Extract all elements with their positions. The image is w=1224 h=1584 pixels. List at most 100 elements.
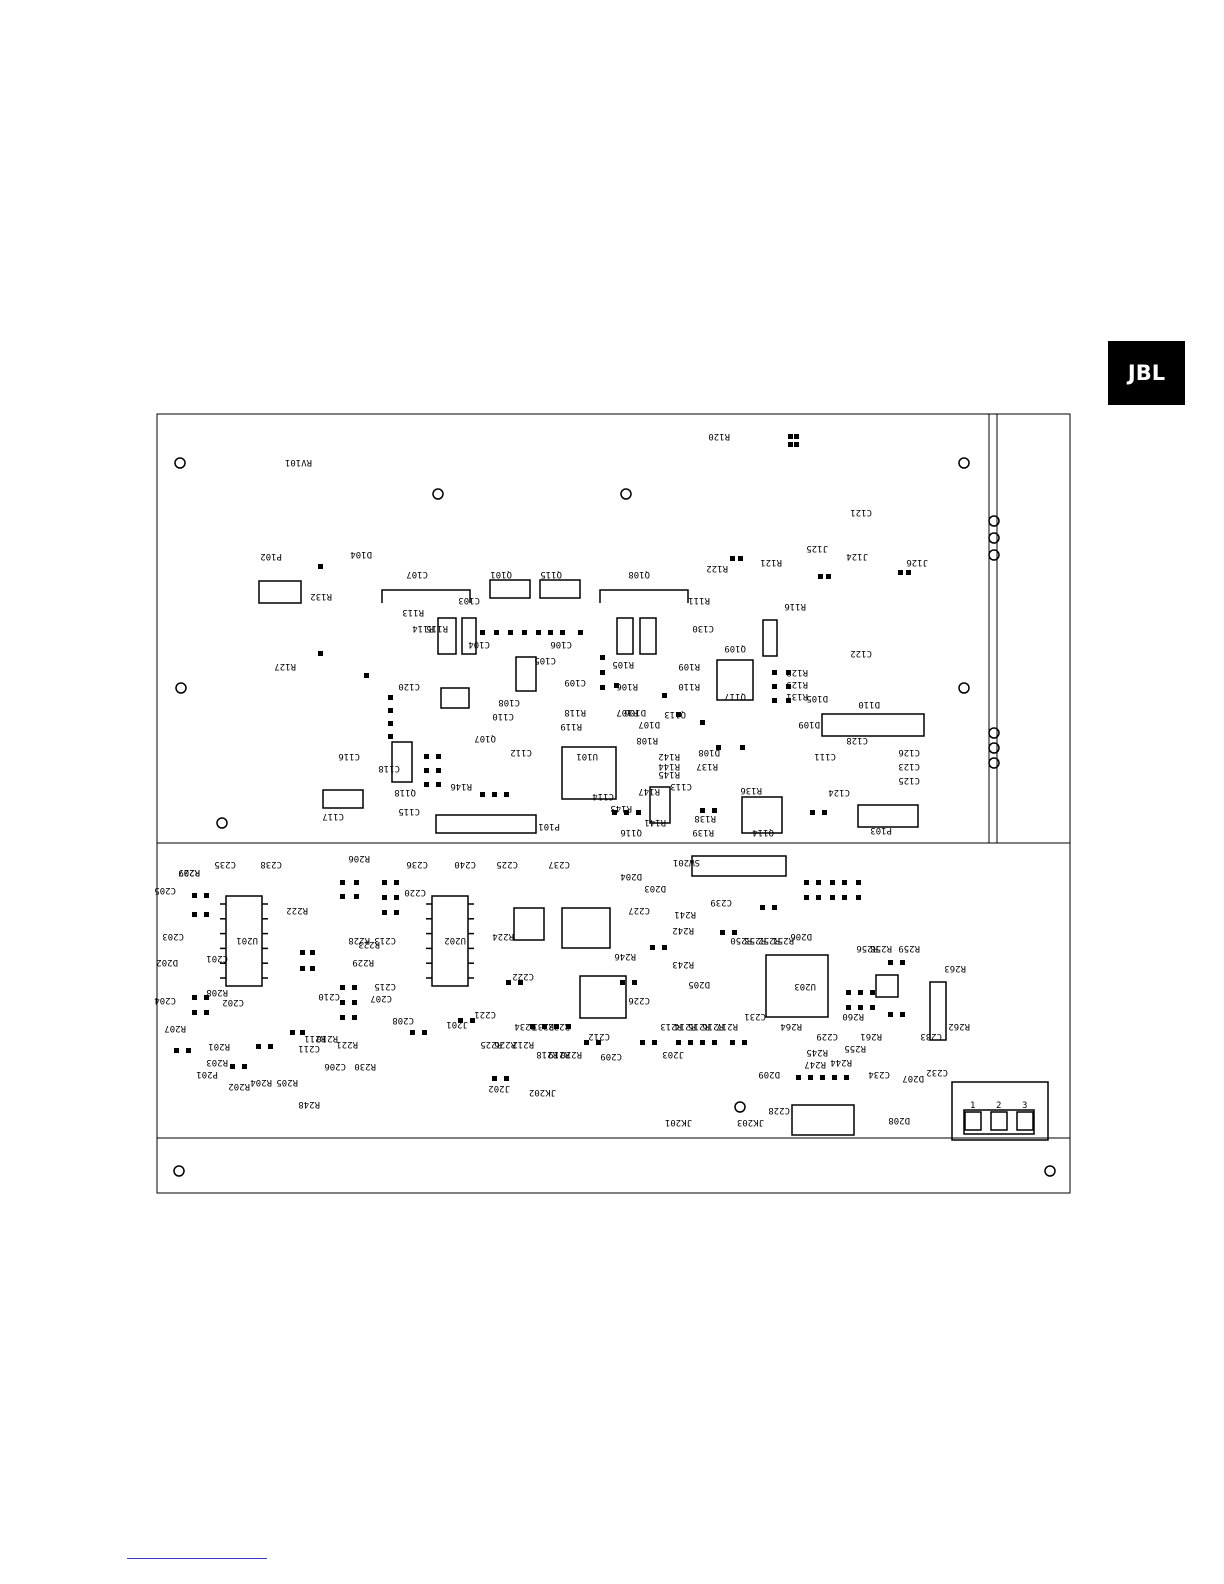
bottom-board-ref-label: J203 — [662, 1049, 684, 1059]
component-pad — [772, 670, 777, 675]
top-board-ref-label: R139 — [692, 827, 714, 837]
top-board-ref-label: R111 — [688, 595, 710, 605]
component-pad — [340, 985, 345, 990]
component-pad — [772, 684, 777, 689]
bottom-board-ref-label: P201 — [196, 1069, 218, 1079]
component-pad — [662, 945, 667, 950]
bottom-board-ref-label: C206 — [324, 1061, 346, 1071]
component-pad — [504, 1076, 509, 1081]
component-pad — [700, 1040, 705, 1045]
component-pad — [310, 950, 315, 955]
bottom-board-ref-label: C204 — [154, 995, 176, 1005]
bottom-board-ref-label: R220 — [560, 1049, 582, 1059]
component-outline — [821, 713, 925, 737]
component-pad — [388, 734, 393, 739]
component-pad — [268, 1044, 273, 1049]
ua201-outline — [951, 1081, 1049, 1141]
component-pad — [688, 1040, 693, 1045]
bottom-board-ref-label: R208 — [206, 987, 228, 997]
bottom-board-ref-label: D207 — [902, 1073, 924, 1083]
top-board-ref-label: R106 — [616, 681, 638, 691]
top-board-ref-label: Q114 — [752, 827, 774, 837]
component-pad — [192, 995, 197, 1000]
component-pad — [796, 1075, 801, 1080]
mounting-hole — [432, 488, 444, 500]
bottom-board-ref-label: C208 — [392, 1015, 414, 1025]
top-board-ref-label: R118 — [564, 707, 586, 717]
top-board-ref-label: R105 — [612, 659, 634, 669]
component-outline — [440, 687, 470, 709]
component-outline — [391, 741, 413, 783]
bottom-board-ref-label: C235 — [214, 859, 236, 869]
bottom-board-ref-label: C231 — [744, 1011, 766, 1021]
bottom-board-ref-label: R217 — [716, 1021, 738, 1031]
bottom-board-ref-label: R209 — [178, 867, 200, 877]
top-board-ref-label: Q116 — [620, 827, 642, 837]
component-outline — [762, 619, 778, 657]
component-pad — [700, 720, 705, 725]
component-pad — [844, 1075, 849, 1080]
bottom-board-ref-label: R224 — [492, 931, 514, 941]
bottom-board-ref-label: R246 — [614, 951, 636, 961]
component-pad — [760, 905, 765, 910]
component-pad — [436, 754, 441, 759]
component-pad — [676, 712, 681, 717]
ua201-pin — [1016, 1111, 1034, 1131]
mounting-hole — [174, 457, 186, 469]
component-pad — [732, 930, 737, 935]
component-outline — [929, 981, 947, 1041]
bottom-board-ref-label: C240 — [454, 859, 476, 869]
bottom-board-ref-label: R245 — [806, 1047, 828, 1057]
component-pad — [788, 434, 793, 439]
component-pad — [388, 721, 393, 726]
component-pad — [566, 1024, 571, 1029]
component-pad — [480, 792, 485, 797]
bottom-board-ref-label: C203 — [162, 931, 184, 941]
component-pad — [740, 745, 745, 750]
top-board-ref-label: R120 — [708, 431, 730, 441]
top-board-ref-label: R145 — [658, 769, 680, 779]
component-pad — [530, 1024, 535, 1029]
component-pad — [256, 1044, 261, 1049]
component-pad — [394, 895, 399, 900]
component-pad — [542, 1024, 547, 1029]
top-board-ref-label: C122 — [850, 648, 872, 658]
component-pad — [600, 655, 605, 660]
bottom-board-ref-label: R219 — [548, 1049, 570, 1059]
bottom-board-ref-label: J202 — [488, 1083, 510, 1093]
component-pad — [786, 670, 791, 675]
component-pad — [856, 880, 861, 885]
bottom-board-ref-label: R201 — [208, 1041, 230, 1051]
bottom-board-ref-label: R202 — [228, 1081, 250, 1091]
component-outline — [461, 617, 477, 655]
bottom-board-ref-label: R227 — [178, 867, 200, 877]
component-pad — [300, 1030, 305, 1035]
component-pad — [422, 1030, 427, 1035]
component-pad — [192, 912, 197, 917]
component-pad — [508, 630, 513, 635]
top-board-ref-label: R131 — [786, 691, 808, 701]
component-outline — [579, 975, 627, 1019]
mounting-hole — [988, 549, 1000, 561]
component-pad — [804, 895, 809, 900]
component-pad — [624, 810, 629, 815]
bottom-board-ref-label: R248 — [298, 1099, 320, 1109]
top-board-ref-label: Q118 — [394, 787, 416, 797]
bottom-board-ref-label: C236 — [406, 859, 428, 869]
top-board-ref-label: R121 — [760, 557, 782, 567]
bottom-board-ref-label: R232 — [548, 1021, 570, 1031]
component-pad — [300, 966, 305, 971]
component-outline — [765, 954, 829, 1018]
component-outline — [539, 579, 581, 599]
mounting-hole — [958, 457, 970, 469]
component-pad — [612, 810, 617, 815]
component-pad — [888, 960, 893, 965]
top-board-ref-label: D106 — [624, 707, 646, 717]
component-pad — [816, 895, 821, 900]
bottom-board-ref-label: R259 — [898, 943, 920, 953]
component-outline — [639, 617, 657, 655]
bottom-board-ref-label: U203 — [794, 981, 816, 991]
bottom-board-ref-label: R212 — [512, 1039, 534, 1049]
component-pad — [794, 442, 799, 447]
